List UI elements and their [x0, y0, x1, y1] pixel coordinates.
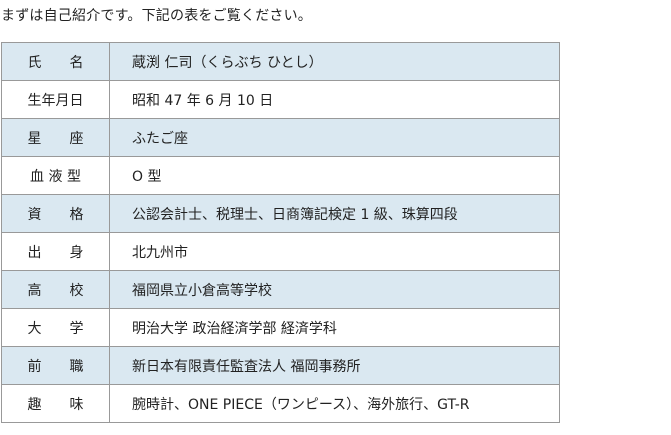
row-label: 生年月日 [1, 80, 110, 119]
table-row-qualifications: 資 格 公認会計士、税理士、日商簿記検定 1 級、珠算四段 [1, 194, 560, 233]
row-label: 資 格 [1, 194, 110, 233]
row-label: 氏 名 [1, 42, 110, 81]
row-value: 蔵渕 仁司（くらぶち ひとし） [109, 42, 560, 81]
table-row-name: 氏 名 蔵渕 仁司（くらぶち ひとし） [1, 42, 560, 81]
row-value: 明治大学 政治経済学部 経済学科 [109, 308, 560, 347]
row-label: 大 学 [1, 308, 110, 347]
table-row-hobbies: 趣 味 腕時計、ONE PIECE（ワンピース）、海外旅行、GT-R [1, 384, 560, 423]
table-row-previous-job: 前 職 新日本有限責任監査法人 福岡事務所 [1, 346, 560, 385]
row-label: 血 液 型 [1, 156, 110, 195]
row-value: 昭和 47 年 6 月 10 日 [109, 80, 560, 119]
table-row-high-school: 高 校 福岡県立小倉高等学校 [1, 270, 560, 309]
row-label: 高 校 [1, 270, 110, 309]
row-value: 腕時計、ONE PIECE（ワンピース）、海外旅行、GT-R [109, 384, 560, 423]
row-value: 公認会計士、税理士、日商簿記検定 1 級、珠算四段 [109, 194, 560, 233]
row-label: 前 職 [1, 346, 110, 385]
row-value: 福岡県立小倉高等学校 [109, 270, 560, 309]
profile-table: 氏 名 蔵渕 仁司（くらぶち ひとし） 生年月日 昭和 47 年 6 月 10 … [1, 42, 560, 423]
table-row-birthday: 生年月日 昭和 47 年 6 月 10 日 [1, 80, 560, 119]
row-value: ふたご座 [109, 118, 560, 157]
row-value: 北九州市 [109, 232, 560, 271]
table-row-hometown: 出 身 北九州市 [1, 232, 560, 271]
intro-text: まずは自己紹介です。下記の表をご覧ください。 [1, 8, 312, 24]
row-label: 星 座 [1, 118, 110, 157]
table-row-blood-type: 血 液 型 O 型 [1, 156, 560, 195]
table-row-university: 大 学 明治大学 政治経済学部 経済学科 [1, 308, 560, 347]
table-row-zodiac: 星 座 ふたご座 [1, 118, 560, 157]
row-label: 趣 味 [1, 384, 110, 423]
row-value: 新日本有限責任監査法人 福岡事務所 [109, 346, 560, 385]
row-label: 出 身 [1, 232, 110, 271]
row-value: O 型 [109, 156, 560, 195]
